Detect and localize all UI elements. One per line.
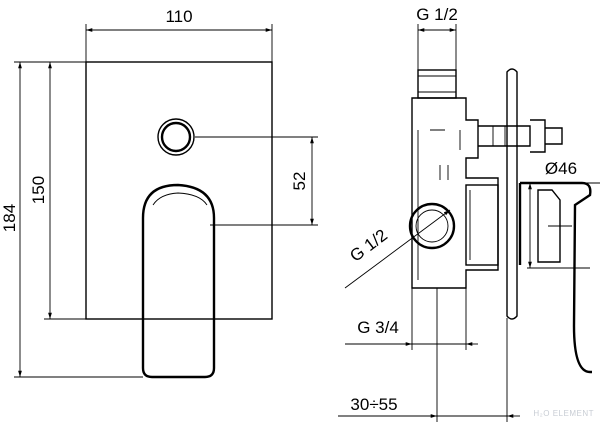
cover-plate-side	[506, 68, 518, 320]
front-view	[85, 61, 318, 379]
diverter-button-outer	[157, 118, 195, 156]
dimension-diameter: Ø46	[527, 159, 600, 269]
depth-range-label: 30÷55	[350, 395, 397, 414]
diverter-button-inner	[160, 121, 192, 153]
dimension-height-inner: 150	[29, 62, 86, 320]
side-port-inner	[415, 209, 449, 243]
watermark: H₂O ELEMENT	[533, 409, 594, 418]
side-thread-label: G 1/2	[346, 226, 391, 266]
lever-handle	[141, 183, 216, 379]
width-label: 110	[165, 7, 192, 26]
bottom-thread-label: G 3/4	[357, 318, 399, 337]
dimension-height-outer: 184	[0, 61, 143, 378]
height-outer-label: 184	[0, 204, 19, 232]
dimension-offset: 52	[290, 137, 314, 225]
dimension-width: 110	[85, 7, 273, 62]
lever-handle-inner	[152, 192, 208, 206]
top-thread-label: G 1/2	[416, 5, 458, 24]
diameter-label: Ø46	[545, 159, 577, 178]
dimension-depth-range: 30÷55	[338, 288, 520, 422]
cover-plate	[85, 61, 273, 320]
height-inner-label: 150	[29, 176, 48, 204]
side-port-outer	[408, 202, 456, 250]
side-view	[408, 68, 592, 374]
dimension-bottom-thread: G 3/4	[345, 288, 478, 350]
lever-side	[518, 181, 592, 374]
dimension-top-thread: G 1/2	[416, 5, 458, 70]
offset-label: 52	[290, 172, 309, 191]
